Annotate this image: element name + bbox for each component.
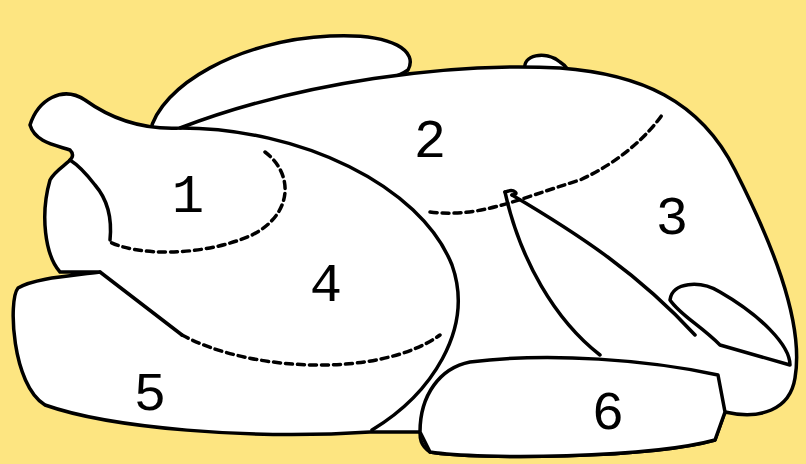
cut-line (430, 115, 662, 213)
callout-number: 3 (656, 193, 688, 247)
callout-number: 6 (592, 388, 624, 442)
callout-number: 4 (310, 260, 342, 314)
drumstick-line (505, 192, 600, 355)
callout-number: 1 (172, 171, 204, 225)
body-line (505, 191, 516, 195)
callout-number: 2 (414, 116, 446, 170)
body-outline (13, 67, 796, 457)
thigh-line (100, 272, 182, 335)
cut-line (182, 335, 440, 365)
cut-line (110, 152, 285, 252)
leg-shape (420, 358, 725, 457)
foot-shape (670, 284, 790, 365)
neck-line (70, 160, 110, 240)
callout-number: 5 (134, 369, 166, 423)
breast-line (180, 128, 458, 430)
